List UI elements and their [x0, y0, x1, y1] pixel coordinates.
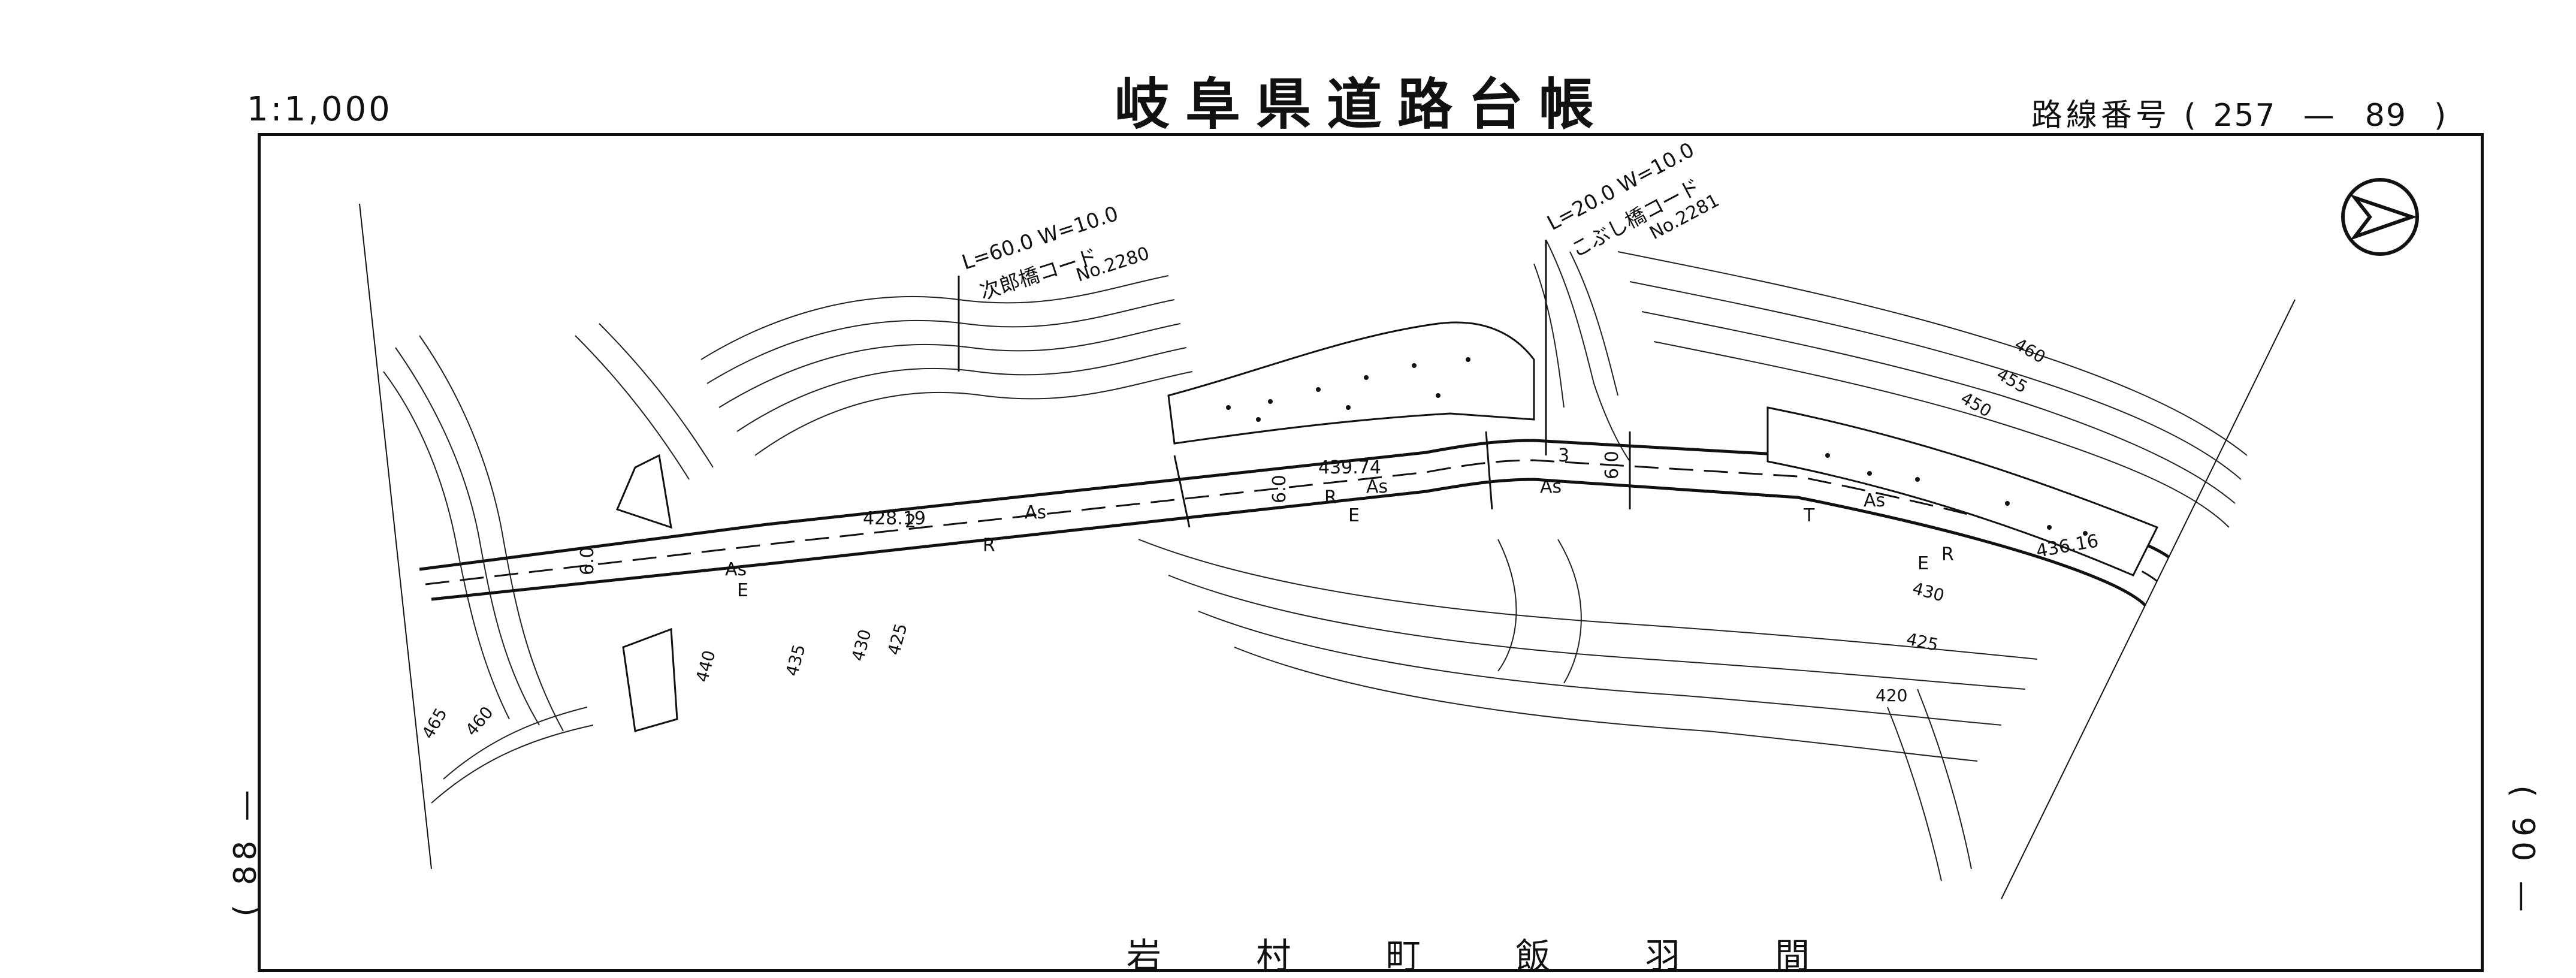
route-close-paren: ): [2434, 98, 2450, 134]
route-dash: —: [2303, 98, 2338, 134]
route-number: 路線番号 ( 257 — 89 ): [2031, 90, 2450, 135]
marker-e-1: E: [1348, 505, 1360, 526]
contour-435: 435: [782, 642, 810, 678]
surface-as-5: As: [725, 559, 747, 580]
contour-420-right: 420: [1876, 686, 1907, 705]
elevation-439: 439.74: [1318, 457, 1381, 478]
marker-e-2: E: [1917, 553, 1929, 574]
surface-as-4: As: [1864, 490, 1885, 511]
contour-465: 465: [418, 705, 451, 742]
page-title: 岐阜県道路台帳: [1115, 73, 1610, 137]
segment-label-2: 2: [905, 511, 916, 532]
bridge-structures: [958, 240, 1631, 528]
marker-r-2: R: [1324, 487, 1337, 508]
width-label-1: 6.0: [577, 547, 598, 575]
contour-440: 440: [692, 648, 720, 684]
embankment-dots: [1226, 357, 2088, 536]
contour-430: 430: [1910, 578, 1946, 606]
surface-as-1: As: [1025, 502, 1046, 523]
contour-425-left: 430: [848, 627, 875, 663]
surface-as-3: As: [1540, 476, 1562, 497]
embankment-areas: [615, 321, 2159, 732]
sheet-clip-lines: [359, 203, 2296, 899]
marker-e-3: E: [737, 580, 748, 601]
elevation-428: 428.19: [863, 508, 926, 529]
north-arrow-icon: [2341, 178, 2419, 256]
route-open-paren: (: [2184, 98, 2200, 134]
marker-r-1: R: [983, 535, 995, 556]
bridge-annotation-2: L=20.0 W=10.0 こぶし橋コード No.2281: [1543, 138, 1723, 262]
contour-425-right: 425: [1905, 629, 1940, 655]
contour-460-left: 460: [461, 702, 497, 739]
segment-label-3: 3: [1558, 445, 1569, 466]
route-label: 路線番号: [2031, 98, 2171, 134]
marker-r-3: R: [1941, 544, 1954, 565]
marker-t-1: T: [1803, 505, 1815, 526]
road-centerline: [425, 459, 2158, 585]
surface-as-2: As: [1366, 476, 1388, 497]
route-number-b: 89: [2364, 98, 2407, 134]
route-number-a: 257: [2213, 98, 2276, 134]
contour-lines: [383, 239, 2248, 882]
map-scale: 1:1,000: [247, 90, 392, 129]
road-map-drawing: L=60.0 W=10.0 次郎橋コード No.2280 L=20.0 W=10…: [359, 138, 2419, 899]
width-label-3: 6.0: [1602, 451, 1623, 479]
bridge-annotation-1: L=60.0 W=10.0 次郎橋コード No.2280: [959, 202, 1152, 305]
width-label-2: 6.0: [1269, 475, 1290, 503]
contour-420-left: 425: [884, 621, 911, 657]
contour-460-right: 460: [2012, 334, 2049, 367]
